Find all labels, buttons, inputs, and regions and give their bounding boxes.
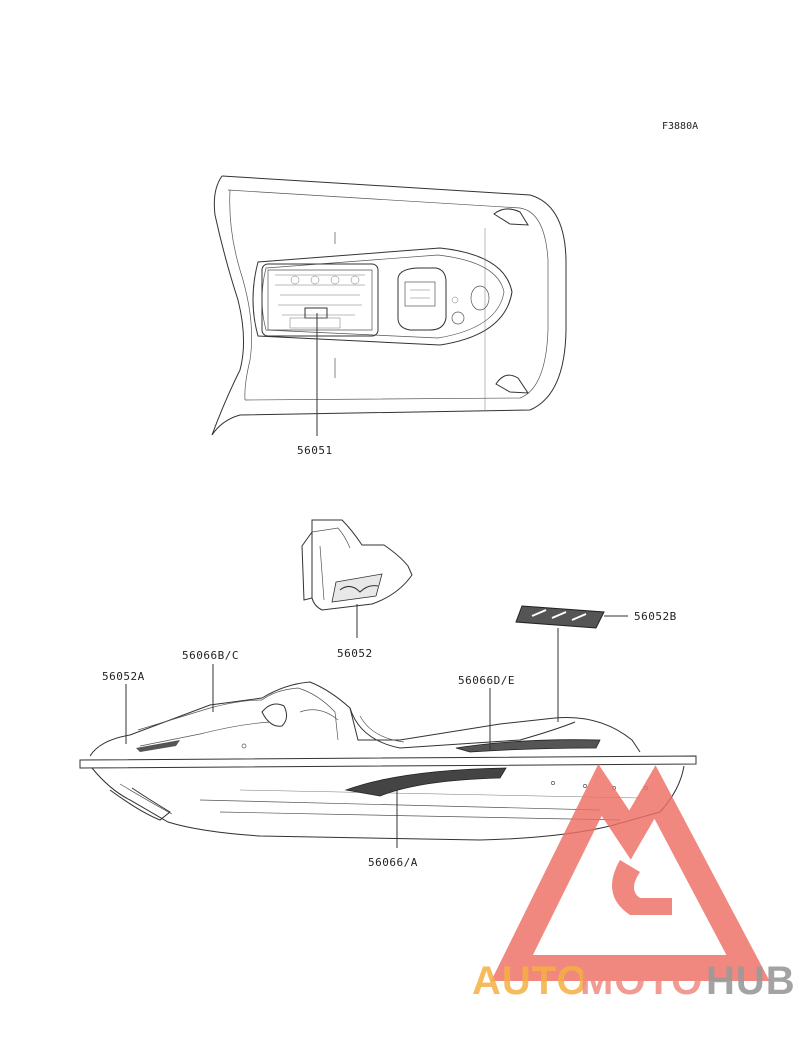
watermark-hub: HUB xyxy=(706,959,796,1003)
watermark-moto: MOTO xyxy=(580,959,703,1003)
watermark-logo-icon xyxy=(491,764,770,981)
label-56052a: 56052A xyxy=(102,670,145,683)
label-56052: 56052 xyxy=(337,647,373,660)
side-view-drawing xyxy=(79,628,697,848)
figure-code: F3880A xyxy=(662,121,698,132)
watermark-text: AUTO MOTO HUB xyxy=(472,959,796,1003)
label-56066a: 56066/A xyxy=(368,856,418,869)
seat-cowl-drawing xyxy=(301,519,413,638)
top-view-drawing xyxy=(211,175,567,436)
label-56066de: 56066D/E xyxy=(458,674,515,687)
label-56066bc: 56066B/C xyxy=(182,649,239,662)
label-56052b: 56052B xyxy=(634,610,677,623)
watermark-auto: AUTO xyxy=(472,959,589,1003)
side-decal-drawing xyxy=(515,605,628,629)
label-56051: 56051 xyxy=(297,444,333,457)
